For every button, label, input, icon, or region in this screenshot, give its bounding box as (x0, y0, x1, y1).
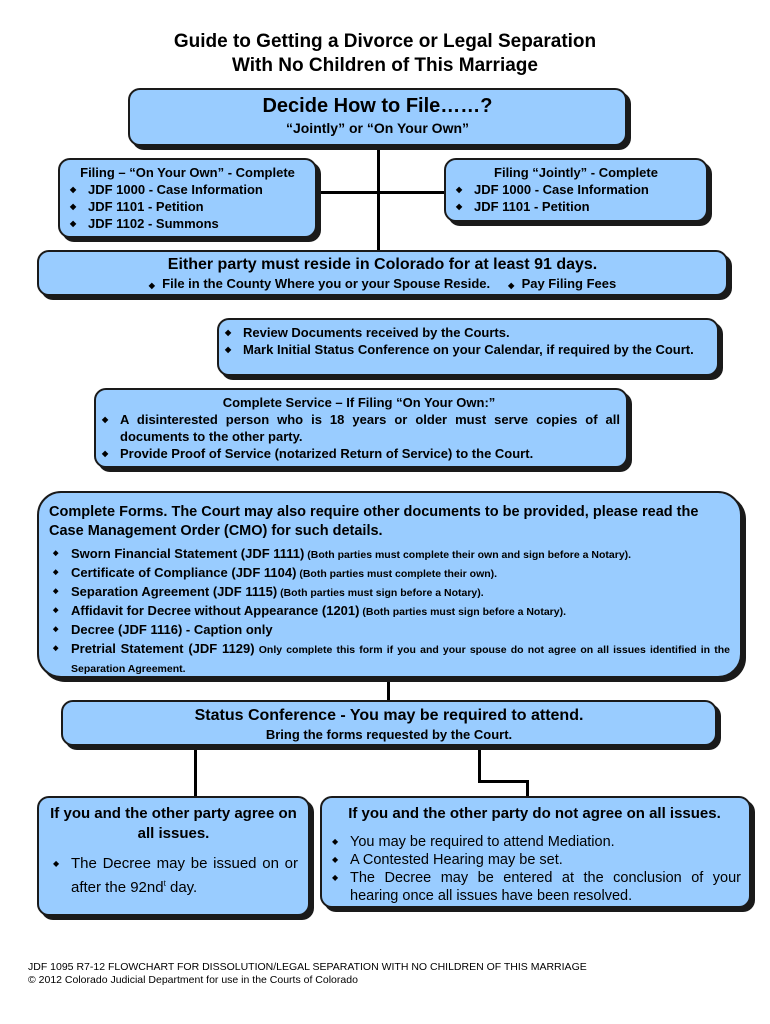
connector (387, 678, 390, 700)
connector (478, 745, 481, 781)
list-item: Mark Initial Status Conference on your C… (221, 341, 713, 358)
decide-box: Decide How to File……? “Jointly” or “On Y… (128, 88, 627, 146)
list-item: JDF 1102 - Summons (66, 215, 309, 232)
list-item: A Contested Hearing may be set. (328, 851, 741, 869)
agree-box: If you and the other party agree on all … (37, 796, 310, 916)
list-item: Decree (JDF 1116) - Caption only (49, 621, 730, 640)
list-item: Certificate of Compliance (JDF 1104) (Bo… (49, 564, 730, 583)
service-heading: Complete Service – If Filing “On Your Ow… (222, 395, 496, 410)
list-item: JDF 1000 - Case Information (452, 181, 700, 198)
decide-subheading: “Jointly” or “On Your Own” (285, 120, 470, 136)
list-item: The Decree may be entered at the conclus… (328, 869, 741, 905)
residency-heading: Either party must reside in Colorado for… (167, 256, 598, 273)
filing-own-heading: Filing – “On Your Own” - Complete (80, 165, 295, 180)
complete-forms-box: Complete Forms. The Court may also requi… (37, 491, 742, 678)
filing-jointly-heading: Filing “Jointly” - Complete (494, 165, 658, 180)
forms-heading: Complete Forms. The Court may also requi… (49, 504, 699, 539)
page-subtitle: With No Children of This Marriage (232, 55, 538, 76)
list-item: JDF 1000 - Case Information (66, 181, 309, 198)
list-item: JDF 1101 - Petition (66, 198, 309, 215)
connector (194, 745, 197, 796)
list-item: Sworn Financial Statement (JDF 1111) (Bo… (49, 545, 730, 564)
list-item: The Decree may be issued on or after the… (49, 854, 298, 898)
disagree-box: If you and the other party do not agree … (320, 796, 751, 908)
list-item: Review Documents received by the Courts. (221, 324, 713, 341)
list-item: You may be required to attend Mediation. (328, 833, 741, 851)
agree-heading: If you and the other party agree on all … (50, 805, 297, 842)
list-item: Pretrial Statement (JDF 1129) Only compl… (49, 640, 730, 678)
filing-jointly-box: Filing “Jointly” - Complete JDF 1000 - C… (444, 158, 708, 222)
connector (478, 780, 528, 783)
filing-own-box: Filing – “On Your Own” - Complete JDF 10… (58, 158, 317, 238)
status-conference-box: Status Conference - You may be required … (61, 700, 717, 746)
connector (526, 780, 529, 796)
service-box: Complete Service – If Filing “On Your Ow… (94, 388, 628, 468)
list-item: JDF 1101 - Petition (452, 198, 700, 215)
decide-heading: Decide How to File……? (262, 95, 493, 117)
footer-copyright: © 2012 Colorado Judicial Department for … (28, 974, 358, 986)
residency-item: File in the County Where you or your Spo… (162, 276, 491, 291)
residency-item: Pay Filing Fees (521, 276, 617, 291)
disagree-heading: If you and the other party do not agree … (348, 805, 721, 822)
footer-form-id: JDF 1095 R7-12 FLOWCHART FOR DISSOLUTION… (28, 961, 587, 973)
status-heading: Status Conference - You may be required … (194, 707, 584, 724)
connector (377, 146, 380, 250)
residency-box: Either party must reside in Colorado for… (37, 250, 728, 296)
status-subheading: Bring the forms requested by the Court. (265, 727, 513, 742)
list-item: Separation Agreement (JDF 1115) (Both pa… (49, 583, 730, 602)
list-item: Provide Proof of Service (notarized Retu… (98, 445, 620, 462)
review-box: Review Documents received by the Courts.… (217, 318, 719, 376)
connector (317, 191, 444, 194)
page-title: Guide to Getting a Divorce or Legal Sepa… (173, 31, 597, 52)
list-item: Affidavit for Decree without Appearance … (49, 602, 730, 621)
list-item: A disinterested person who is 18 years o… (98, 411, 620, 445)
